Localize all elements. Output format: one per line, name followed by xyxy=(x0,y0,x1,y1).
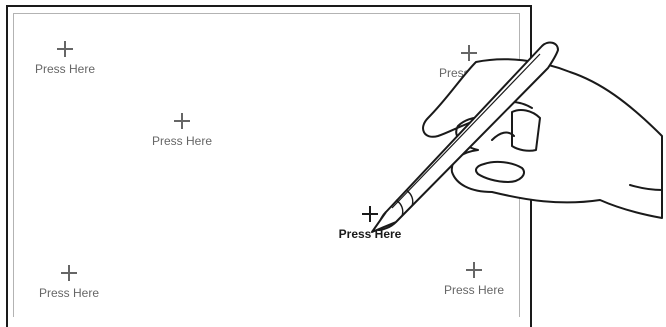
hand-illustration xyxy=(0,0,666,322)
